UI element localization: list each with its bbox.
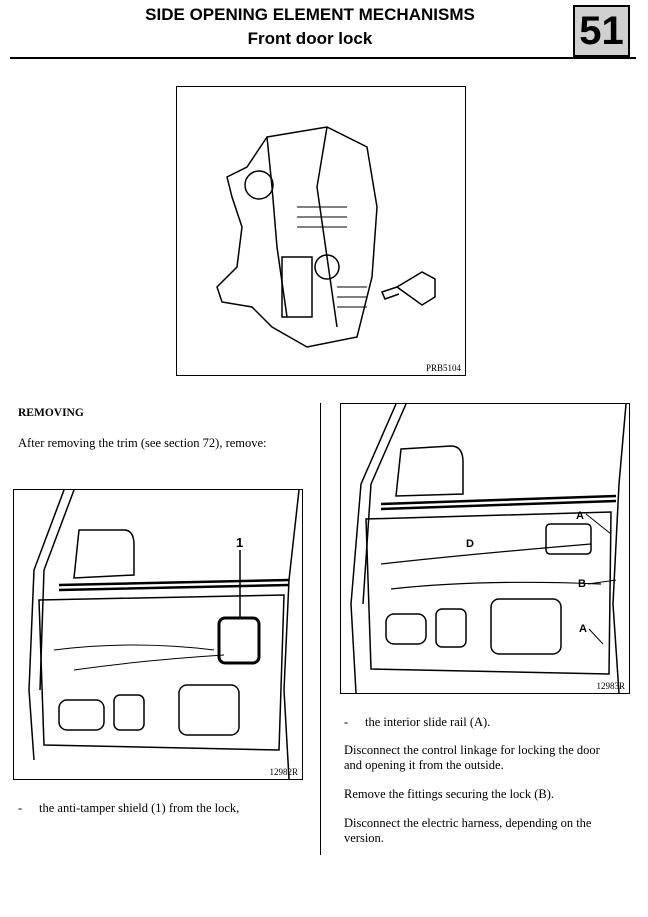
page-subtitle: Front door lock	[247, 29, 373, 48]
lock-drawing	[216, 126, 436, 348]
bullet-dash: -	[18, 801, 23, 815]
figure-label: PRB5104	[425, 363, 461, 373]
header-rule	[10, 57, 636, 59]
callout-a-bottom: A	[579, 623, 587, 635]
lock-illustration: PRB5104	[176, 86, 466, 376]
step-anti-tamper-shield: the anti-tamper shield (1) from the lock…	[39, 801, 240, 815]
callout-b: B	[578, 578, 586, 590]
column-divider	[320, 403, 321, 855]
section-heading-removing: REMOVING	[18, 407, 84, 419]
door-drawing: 1	[28, 490, 300, 779]
chapter-number-badge: 51	[573, 5, 630, 57]
door-drawing: A B D A	[350, 404, 627, 693]
callout-1: 1	[236, 535, 243, 550]
callout-a-top: A	[576, 510, 584, 522]
step-remove-fittings: Remove the fittings securing the lock (B…	[344, 787, 555, 801]
figure-label: 12983R	[596, 681, 625, 691]
intro-text: After removing the trim (see section 72)…	[18, 436, 267, 450]
step-disconnect-linkage: Disconnect the control linkage for locki…	[344, 743, 600, 772]
door-illustration-slide-rail: A B D A 12983R	[340, 403, 630, 694]
step-interior-slide-rail: the interior slide rail (A).	[365, 715, 491, 729]
figure-label: 12982R	[269, 767, 298, 777]
section-title: SIDE OPENING ELEMENT MECHANISMS	[145, 5, 475, 24]
bullet-dash: -	[344, 715, 349, 729]
step-disconnect-harness: Disconnect the electric harness, dependi…	[344, 816, 592, 845]
door-illustration-anti-tamper: 1 12982R	[13, 489, 303, 780]
callout-d: D	[466, 538, 474, 550]
